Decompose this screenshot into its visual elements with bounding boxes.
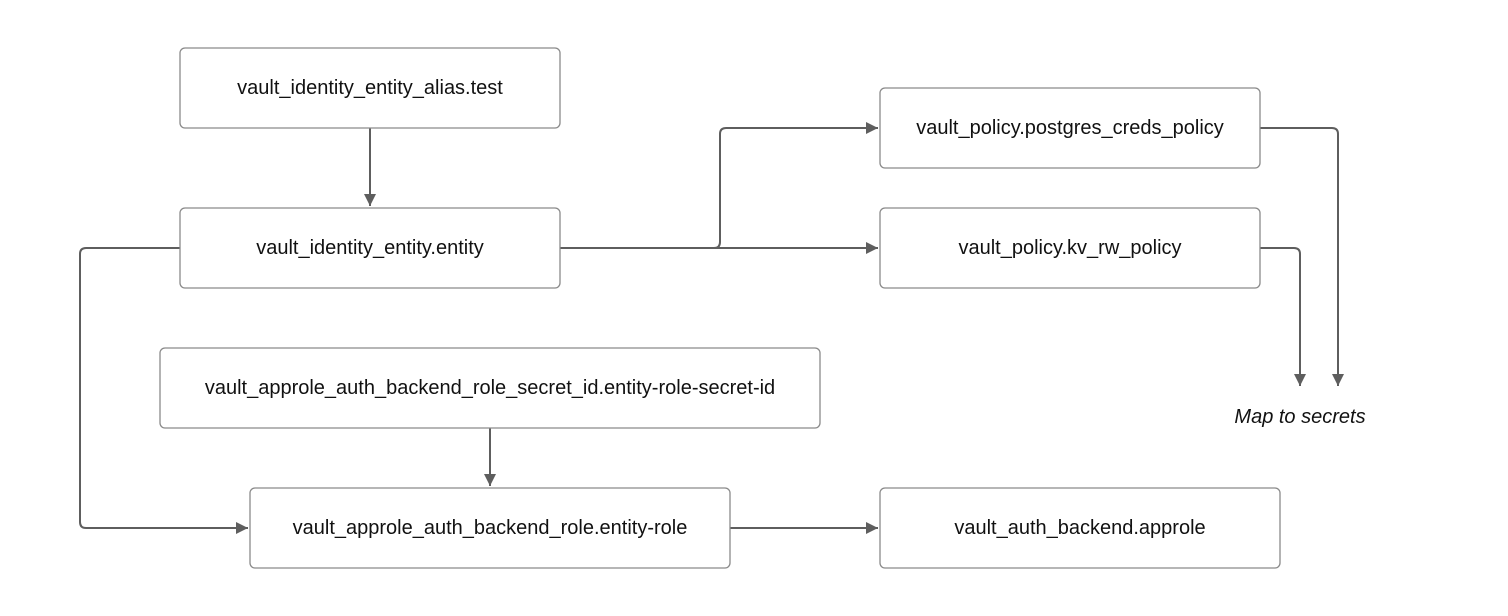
node-kv-policy[interactable]: vault_policy.kv_rw_policy <box>879 207 1261 289</box>
node-postgres-policy[interactable]: vault_policy.postgres_creds_policy <box>879 87 1261 169</box>
node-entity-alias-label: vault_identity_entity_alias.test <box>237 77 503 99</box>
node-approle[interactable]: vault_auth_backend.approle <box>879 487 1281 569</box>
node-entity-role[interactable]: vault_approle_auth_backend_role.entity-r… <box>249 487 731 569</box>
edge-entity-to-postgres-policy <box>560 122 878 249</box>
node-kv-policy-label: vault_policy.kv_rw_policy <box>958 237 1181 259</box>
node-postgres-policy-label: vault_policy.postgres_creds_policy <box>916 117 1224 139</box>
node-entity-label: vault_identity_entity.entity <box>256 237 484 259</box>
node-secret-id-label: vault_approle_auth_backend_role_secret_i… <box>205 377 775 399</box>
node-secret-id[interactable]: vault_approle_auth_backend_role_secret_i… <box>159 347 821 429</box>
edge-kv-policy-to-secrets <box>1260 247 1306 386</box>
node-approle-label: vault_auth_backend.approle <box>954 517 1205 539</box>
node-entity[interactable]: vault_identity_entity.entity <box>179 207 561 289</box>
node-entity-role-label: vault_approle_auth_backend_role.entity-r… <box>293 517 688 539</box>
edges <box>79 122 1344 534</box>
node-entity-alias[interactable]: vault_identity_entity_alias.test <box>179 47 561 129</box>
edge-entity-to-entity-role <box>79 247 248 534</box>
map-to-secrets-annotation: Map to secrets <box>1234 406 1365 428</box>
edge-postgres-policy-to-secrets <box>1260 127 1344 386</box>
